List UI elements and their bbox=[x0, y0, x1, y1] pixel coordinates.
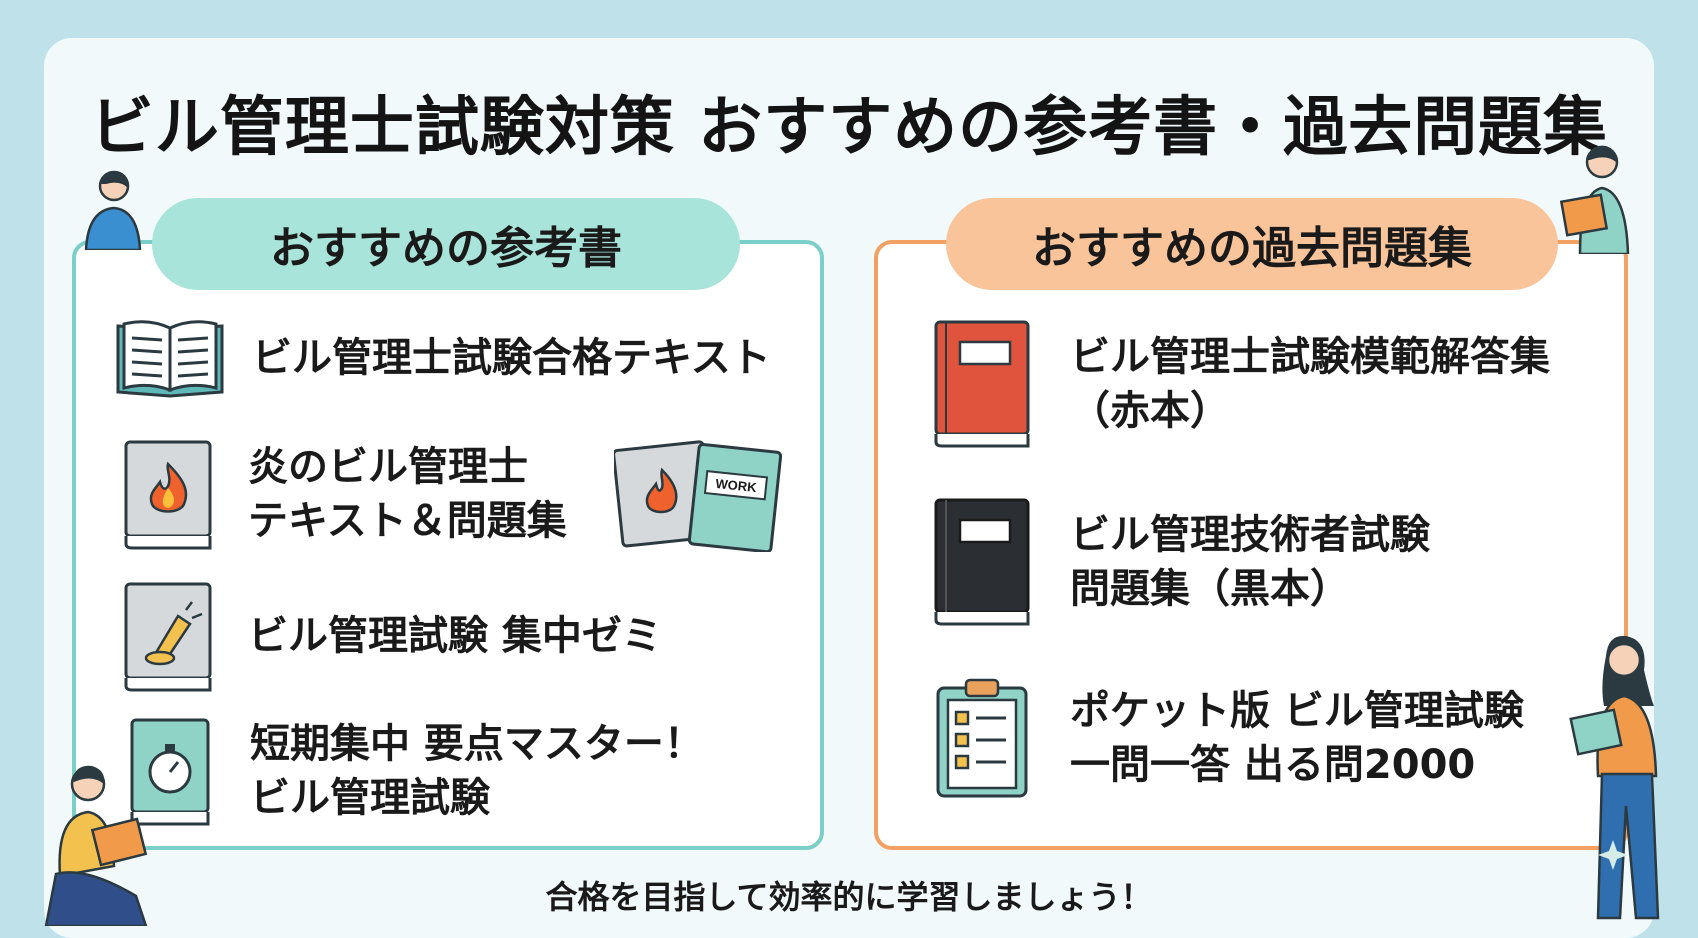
flame-and-work-books-icon: WORK bbox=[614, 440, 782, 552]
item-label: ビル管理試験 集中ゼミ bbox=[248, 613, 662, 659]
list-item: ビル管理士試験合格テキスト bbox=[114, 318, 771, 398]
reference-books-heading: おすすめの参考書 bbox=[152, 198, 740, 290]
spotlight-book-icon bbox=[124, 582, 212, 692]
past-exam-heading: おすすめの過去問題集 bbox=[946, 198, 1558, 290]
stopwatch-book-icon bbox=[130, 718, 210, 826]
list-item: 短期集中 要点マスター！ ビル管理試験 bbox=[126, 716, 704, 826]
list-item: 炎のビル管理士 テキスト＆問題集 bbox=[120, 438, 567, 550]
item-label: ビル管理士試験模範解答集 （赤本） bbox=[1070, 334, 1550, 434]
list-item: ビル管理士試験模範解答集 （赤本） bbox=[930, 318, 1550, 450]
person-reading-icon bbox=[1559, 145, 1630, 254]
list-item: ポケット版 ビル管理試験 一問一答 出る問2000 bbox=[932, 676, 1524, 800]
list-item: ビル管理試験 集中ゼミ bbox=[120, 580, 662, 692]
list-item: ビル管理技術者試験 問題集（黒本） bbox=[930, 496, 1430, 628]
open-book-icon bbox=[116, 320, 224, 398]
person-standing-reading-icon bbox=[1569, 635, 1660, 920]
red-book-icon bbox=[934, 320, 1030, 448]
item-label: ビル管理士試験合格テキスト bbox=[252, 335, 771, 381]
flame-book-icon bbox=[124, 440, 212, 550]
sparkle-icon bbox=[1598, 840, 1628, 870]
person-sitting-reading-icon bbox=[44, 765, 148, 926]
black-book-icon bbox=[934, 498, 1030, 626]
clipboard-checklist-icon bbox=[936, 678, 1028, 798]
item-label: 短期集中 要点マスター！ ビル管理試験 bbox=[250, 721, 704, 821]
item-label: ビル管理技術者試験 問題集（黒本） bbox=[1070, 512, 1430, 612]
page-title: ビル管理士試験対策 おすすめの参考書・過去問題集 bbox=[89, 91, 1609, 165]
item-label: 炎のビル管理士 テキスト＆問題集 bbox=[248, 444, 567, 544]
work-book-label: WORK bbox=[715, 476, 758, 495]
footer-message: 合格を目指して効率的に学習しましょう！ bbox=[545, 878, 1153, 916]
person-thinking-icon bbox=[84, 170, 142, 250]
item-label: ポケット版 ビル管理試験 一問一答 出る問2000 bbox=[1070, 688, 1524, 788]
